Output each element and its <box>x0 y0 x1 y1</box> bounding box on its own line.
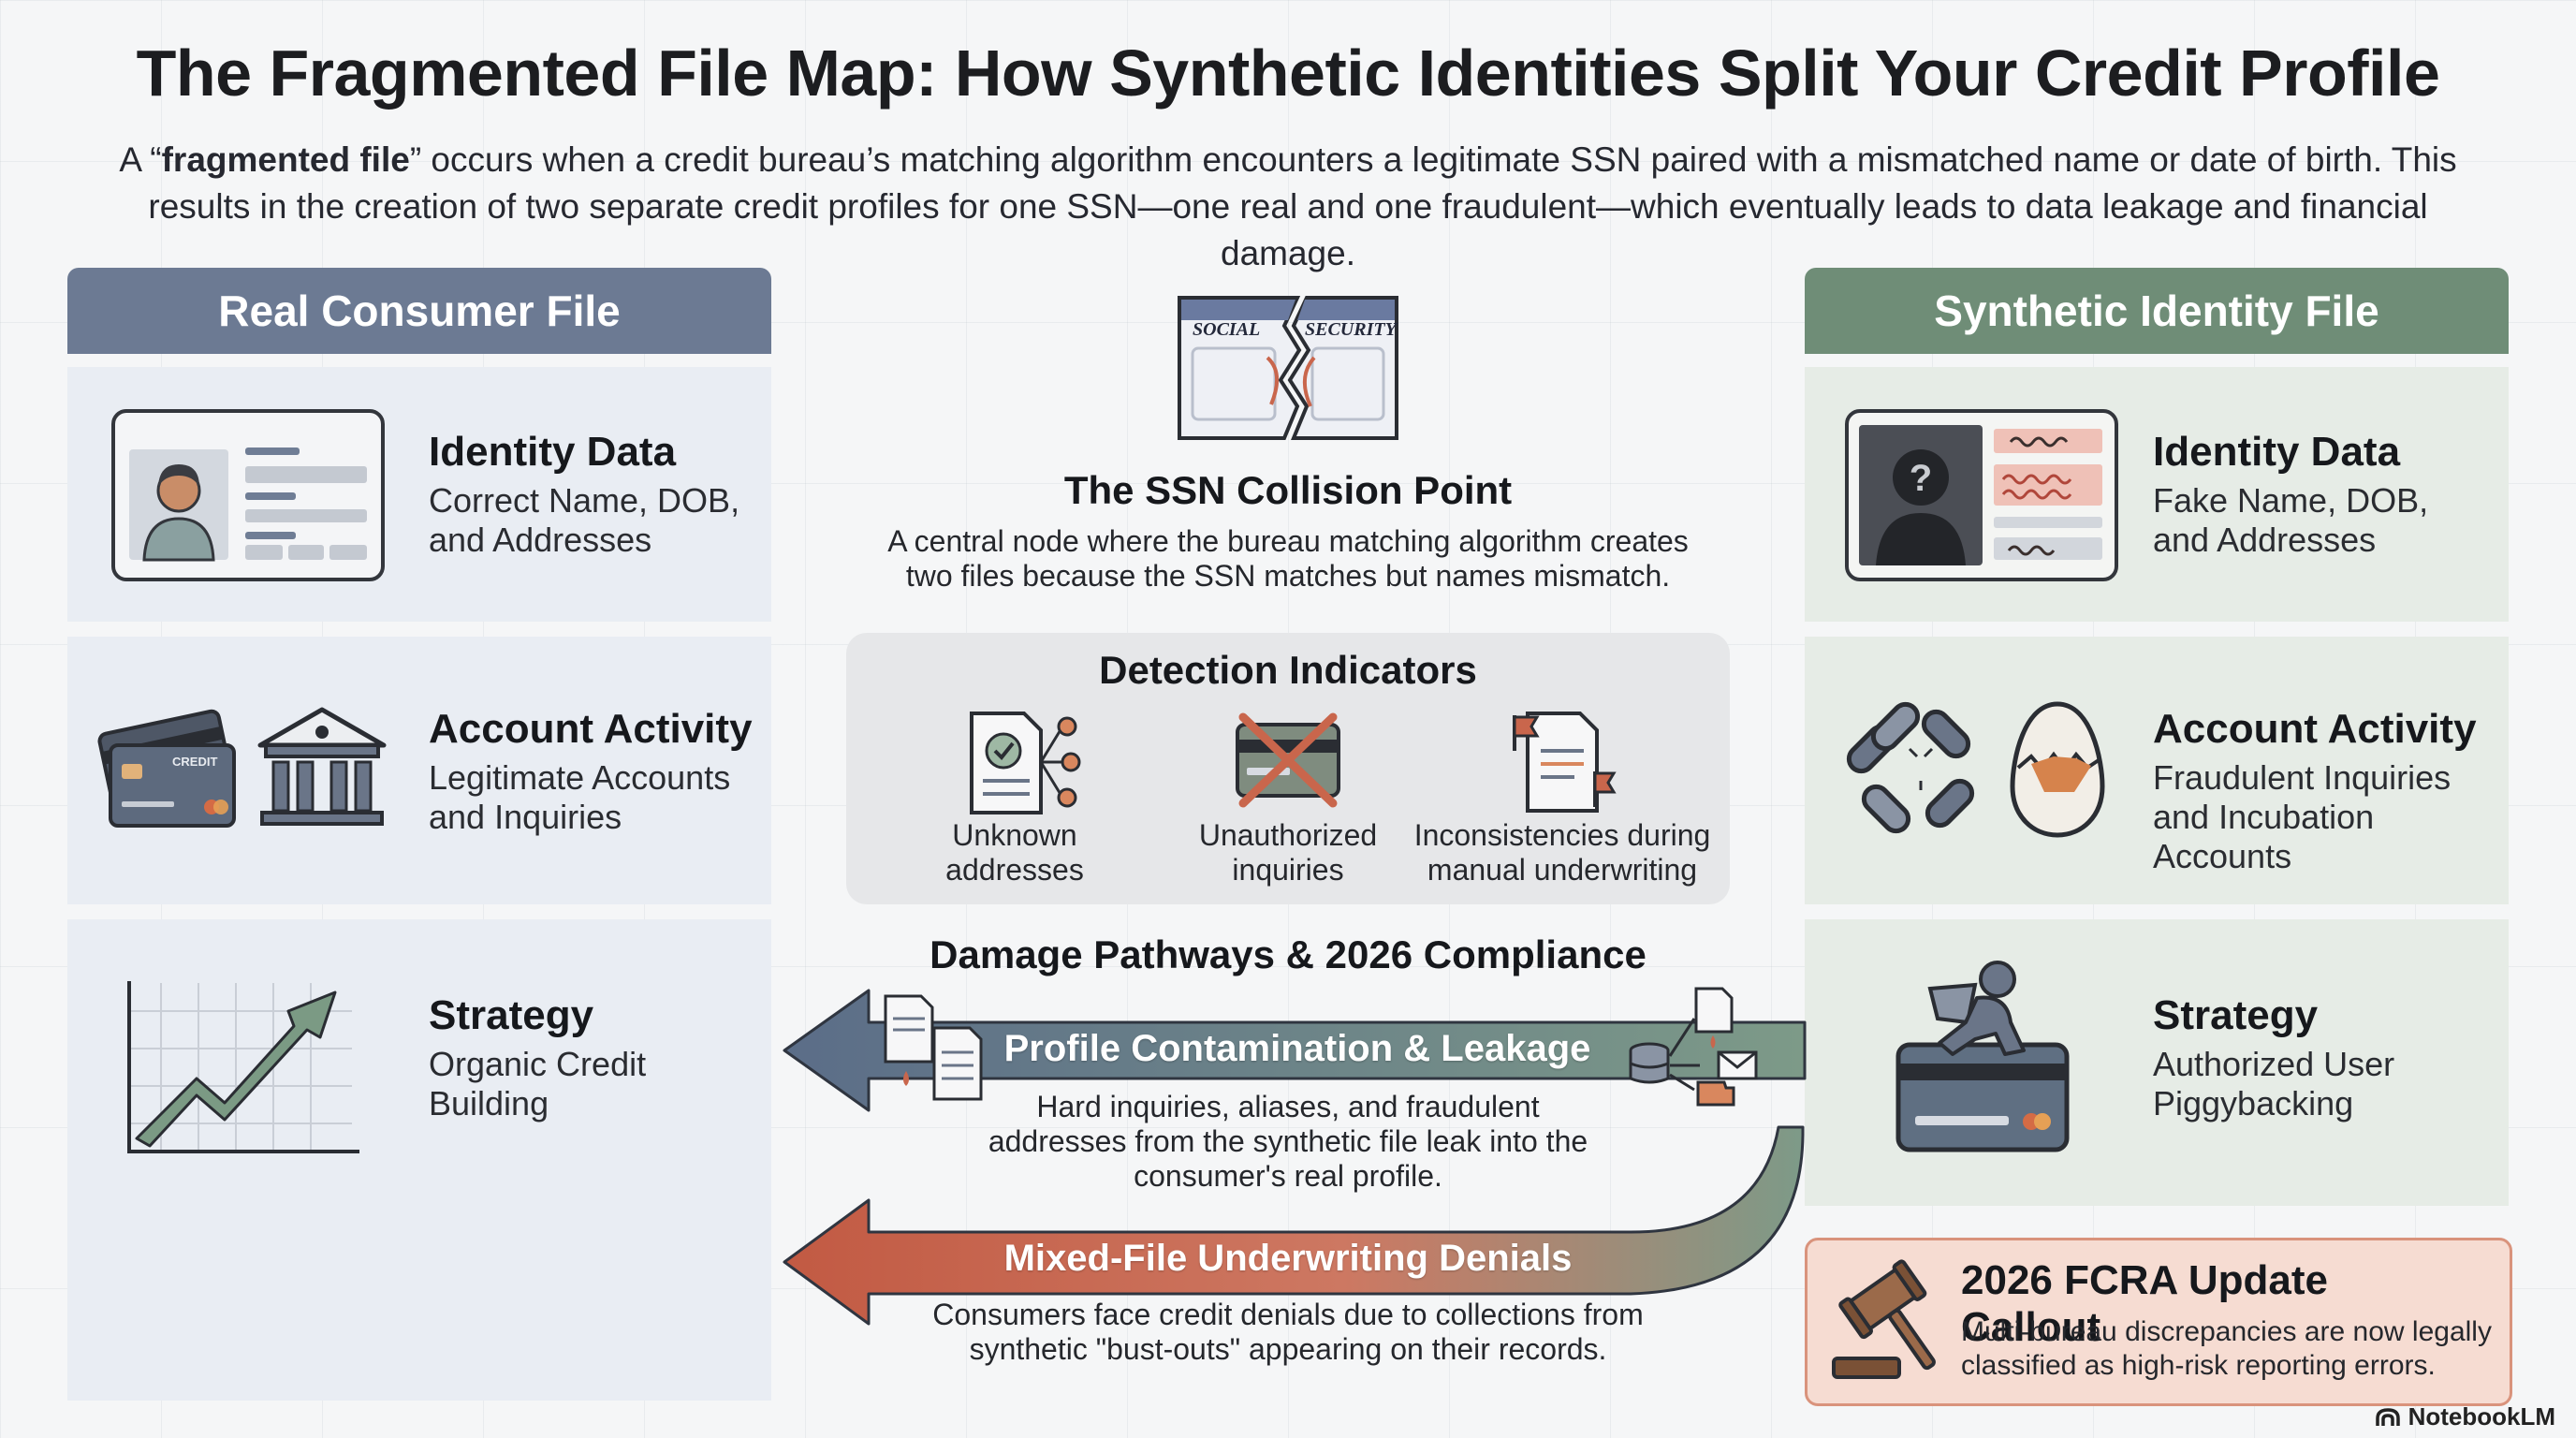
gavel-icon <box>1832 1259 1936 1379</box>
synthetic-account-panel: Account Activity Fraudulent Inquiries an… <box>1805 637 2509 904</box>
real-account-title: Account Activity <box>429 706 753 752</box>
detection-item-unauthorized-inquiries: Unauthorized inquiries <box>1198 818 1378 887</box>
svg-text:?: ? <box>1910 458 1932 499</box>
brand-logo-icon <box>2375 1407 2400 1426</box>
real-identity-panel: Identity Data Correct Name, DOB, and Add… <box>67 367 771 622</box>
data-leak-icon <box>1629 987 1758 1107</box>
document-check-icon <box>970 712 1081 814</box>
synthetic-strategy-panel: Strategy Authorized User Piggybacking <box>1805 919 2509 1206</box>
real-identity-text: Correct Name, DOB, and Addresses <box>429 481 740 559</box>
collision-title: The SSN Collision Point <box>1063 468 1513 512</box>
intro-paragraph: A “fragmented file” occurs when a credit… <box>84 137 2492 277</box>
intro-prefix: A “ <box>119 140 162 179</box>
flagged-document-icon <box>1513 712 1617 813</box>
fcra-title: 2026 FCRA Update Callout <box>1961 1257 2329 1350</box>
real-account-panel: CREDIT Account Activity Legitimate Accou… <box>67 637 771 904</box>
detection-title: Detection Indicators <box>1099 648 1477 692</box>
brand-label: NotebookLM <box>2408 1402 2555 1431</box>
real-file-header-label: Real Consumer File <box>218 286 621 335</box>
synthetic-file-header-label: Synthetic Identity File <box>1934 286 2379 335</box>
synthetic-strategy-title: Strategy <box>2153 992 2319 1038</box>
damage-title: Damage Pathways & 2026 Compliance <box>929 932 1647 976</box>
page-title: The Fragmented File Map: How Synthetic I… <box>136 37 2440 110</box>
crossed-card-icon <box>1236 712 1340 808</box>
synthetic-identity-text: Fake Name, DOB, and Addresses <box>2153 481 2429 559</box>
fcra-callout: 2026 FCRA Update Callout Multi-bureau di… <box>1805 1238 2512 1406</box>
ssn-card-word-left: SOCIAL <box>1193 319 1260 340</box>
piggyback-card-icon <box>1895 961 2070 1152</box>
real-account-text: Legitimate Accounts and Inquiries <box>429 758 731 836</box>
hatching-egg-icon <box>2010 701 2105 838</box>
synthetic-identity-title: Identity Data <box>2153 429 2401 475</box>
bank-icon <box>257 707 387 826</box>
contamination-arrow <box>783 989 1807 1112</box>
real-file-header: Real Consumer File <box>67 268 771 354</box>
synthetic-account-text: Fraudulent Inquiries and Incubation Acco… <box>2153 758 2452 875</box>
growth-chart-icon <box>127 981 359 1153</box>
unknown-person-icon: ? <box>1845 409 2118 581</box>
synthetic-identity-panel: ? Identity Data Fake Name, DOB, and Addr… <box>1805 367 2509 622</box>
id-card-icon <box>111 409 385 581</box>
denials-arrow <box>783 1125 1805 1326</box>
brand-mark: NotebookLM <box>2375 1402 2555 1431</box>
contamination-text: Hard inquiries, aliases, and fraudulent … <box>988 1090 1588 1193</box>
contamination-label: Profile Contamination & Leakage <box>1003 1028 1591 1069</box>
collision-text: A central node where the bureau matching… <box>887 524 1689 593</box>
fcra-text: Multi-bureau discrepancies are now legal… <box>1961 1316 2492 1381</box>
real-identity-title: Identity Data <box>429 429 677 475</box>
synthetic-strategy-text: Authorized User Piggybacking <box>2153 1045 2395 1123</box>
intro-bold-term: fragmented file <box>161 140 410 179</box>
synthetic-account-title: Account Activity <box>2153 706 2477 752</box>
real-strategy-text: Organic Credit Building <box>429 1045 647 1123</box>
credit-cards-icon: CREDIT <box>97 709 236 828</box>
detection-indicators-box: Detection Indicators Unknown addresses U… <box>846 633 1730 904</box>
detection-item-unknown-addresses: Unknown addresses <box>945 818 1084 887</box>
split-ssn-card-icon: SOCIAL SECURITY <box>1178 296 1398 440</box>
real-strategy-title: Strategy <box>429 992 594 1038</box>
ssn-card-word-right: SECURITY <box>1305 319 1398 340</box>
card-label: CREDIT <box>172 755 217 769</box>
denials-text: Consumers face credit denials due to col… <box>932 1298 1644 1366</box>
denials-label: Mixed-File Underwriting Denials <box>1003 1238 1573 1279</box>
broken-chain-icon <box>1846 701 1975 834</box>
synthetic-file-header: Synthetic Identity File <box>1805 268 2509 354</box>
detection-item-inconsistencies: Inconsistencies during manual underwriti… <box>1413 818 1711 887</box>
intro-rest: ” occurs when a credit bureau’s matching… <box>148 140 2457 272</box>
leaking-documents-icon <box>884 994 983 1101</box>
real-strategy-panel: Strategy Organic Credit Building <box>67 919 771 1401</box>
